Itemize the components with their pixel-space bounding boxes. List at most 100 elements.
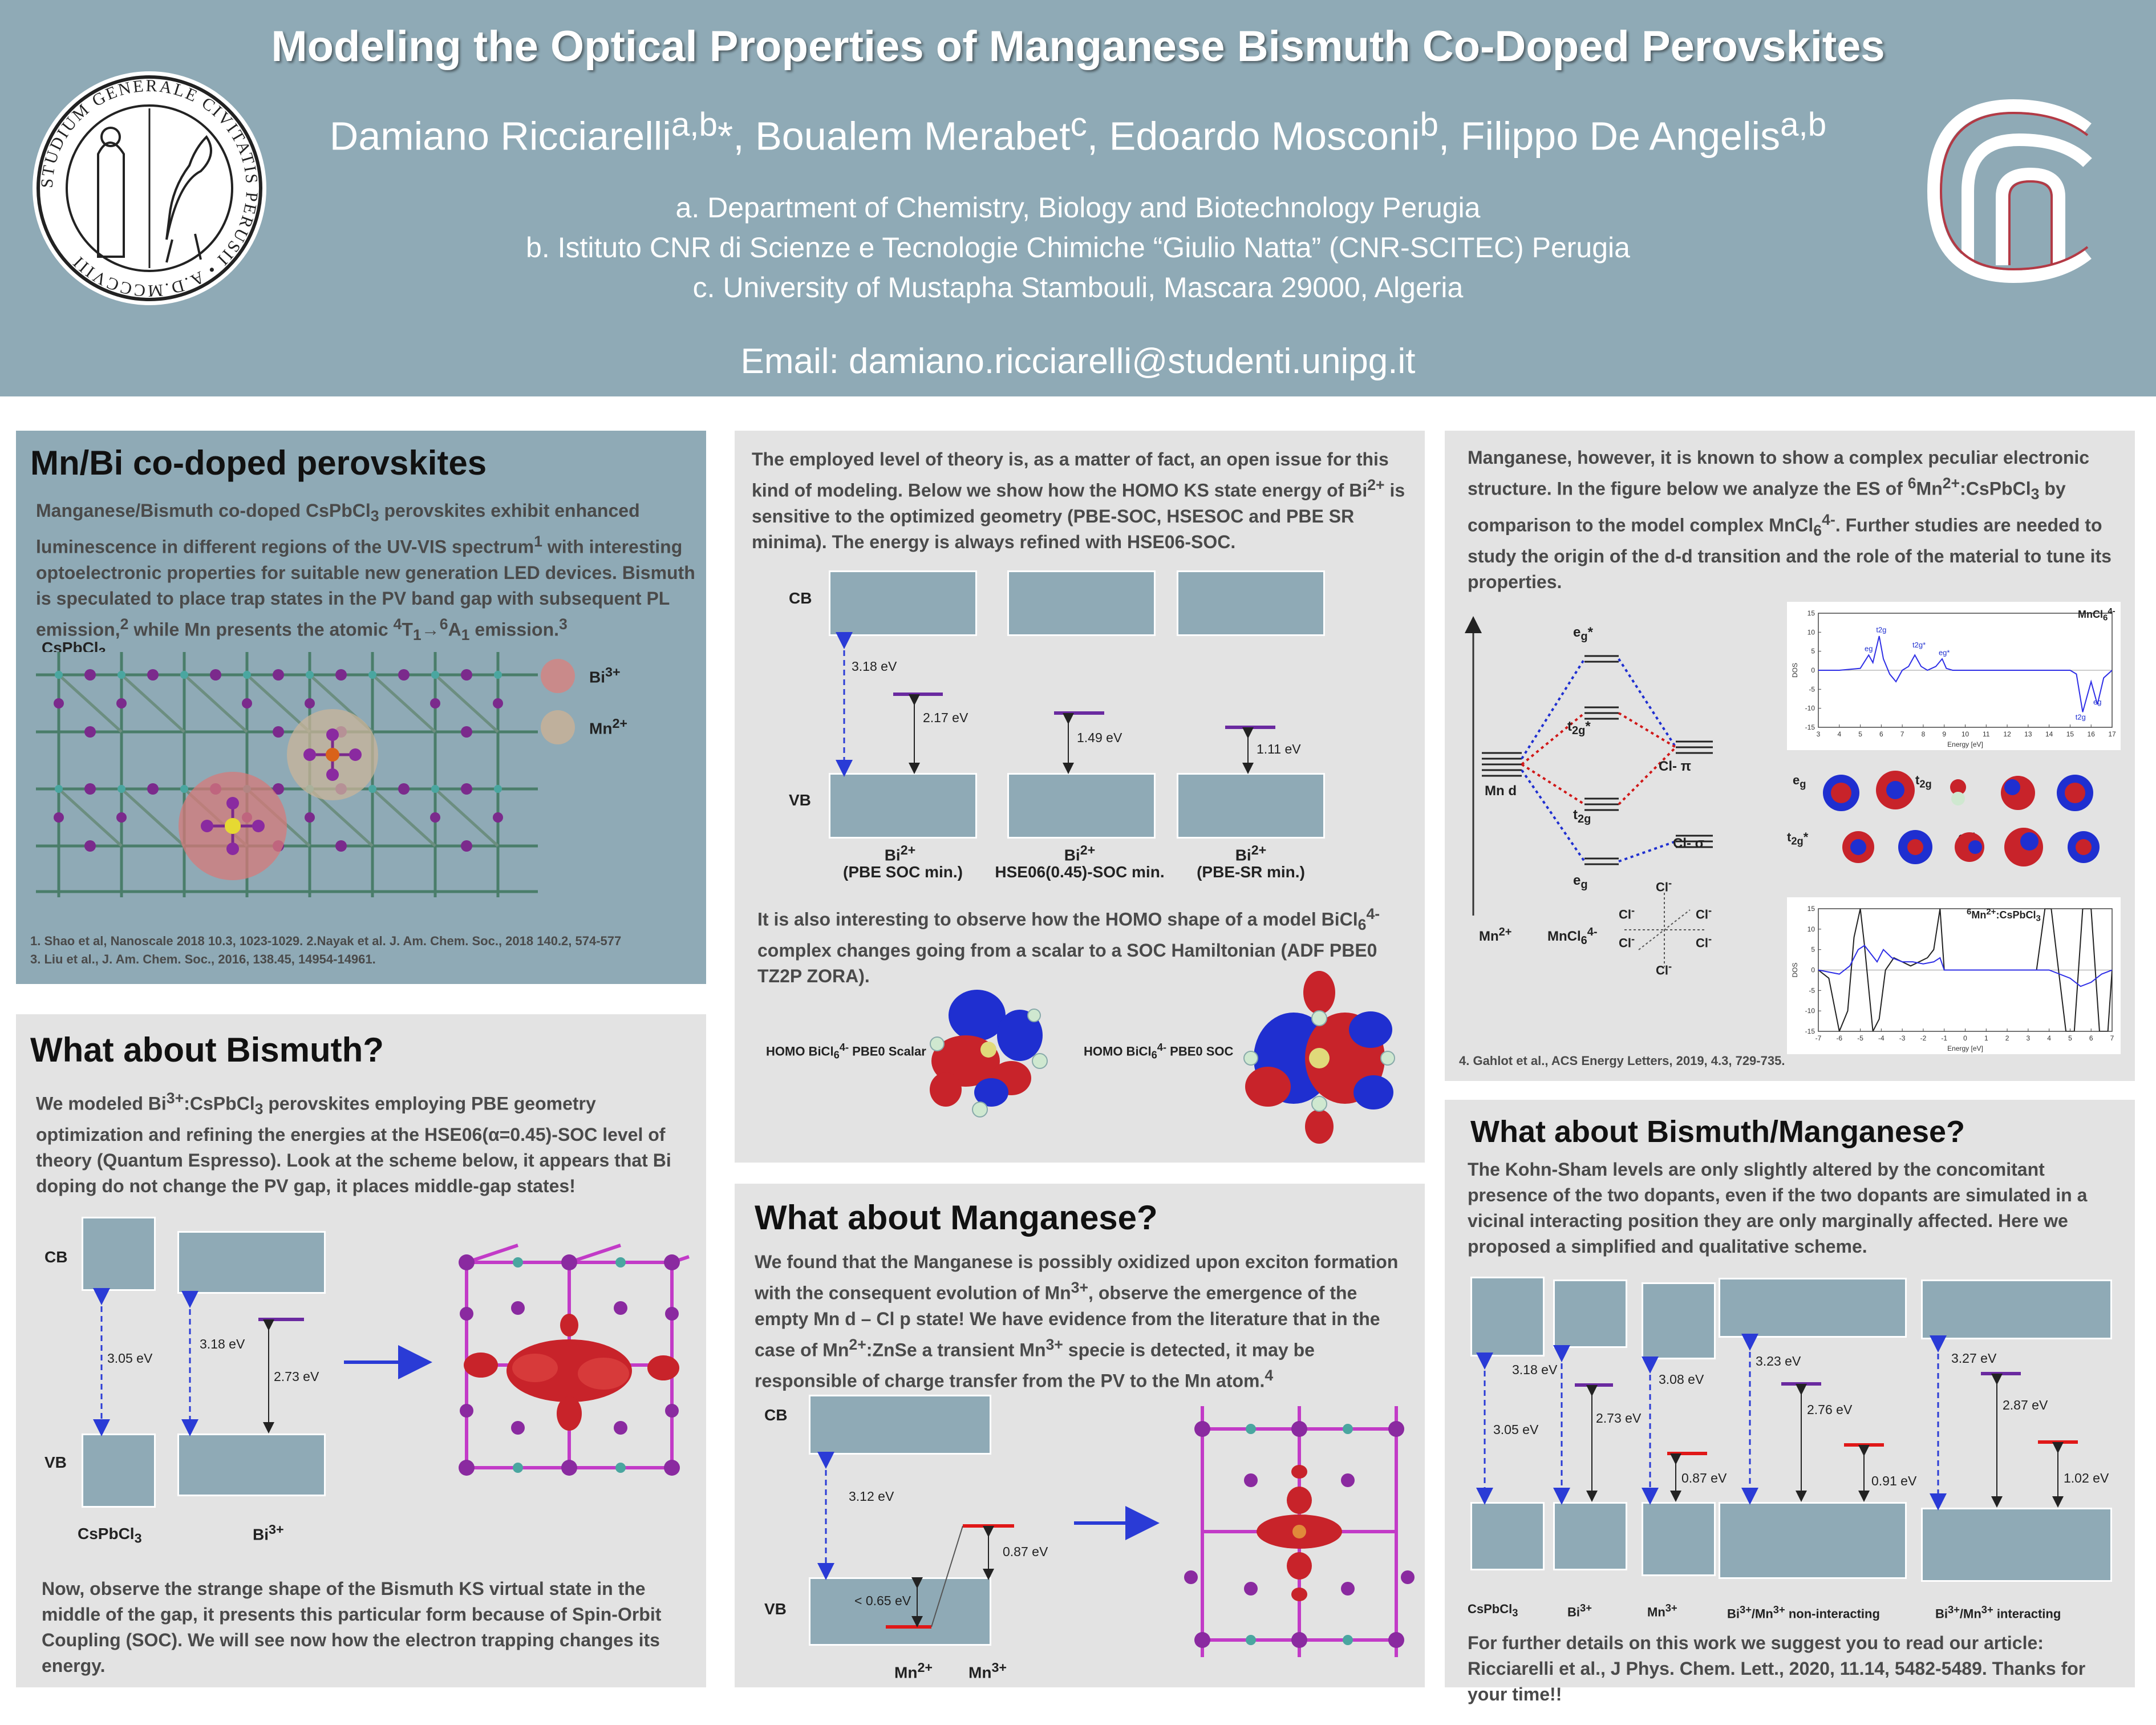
- homo-scalar-orbital: [930, 990, 1048, 1117]
- x-tick-label: 5: [1858, 730, 1862, 738]
- cb-box-cspbcl3: [82, 1217, 156, 1291]
- gap-bi: 3.18 eV: [200, 1337, 245, 1351]
- gap-interacting: 3.27 eV: [1951, 1351, 1997, 1366]
- mo-cl-pi: Cl- π: [1659, 759, 1692, 774]
- bi-state-noninteracting: 2.76 eV: [1807, 1402, 1853, 1417]
- cl-right-lower: Cl-: [1696, 933, 1712, 950]
- cl-left-lower: Cl-: [1619, 933, 1635, 950]
- cl-top: Cl-: [1656, 877, 1672, 894]
- vb-label: VB: [44, 1453, 67, 1471]
- x-tick-label: 7: [2110, 1034, 2114, 1042]
- homo-soc-label: HOMO BiCl64- PBE0 SOC: [1084, 1041, 1234, 1061]
- panel-title: What about Manganese?: [755, 1198, 1158, 1237]
- cl-left-upper: Cl-: [1619, 904, 1635, 922]
- x-tick-label: 13: [2024, 730, 2032, 738]
- panel-bismuth: What about Bismuth? We modeled Bi3+:CsPb…: [16, 1014, 706, 1687]
- homo-pbe-soc: 2.17 eV: [923, 710, 968, 725]
- closing-text: For further details on this work we sugg…: [1468, 1633, 2086, 1704]
- bi-state: 2.73 eV: [1596, 1411, 1642, 1426]
- gap-mn: 3.08 eV: [1659, 1372, 1704, 1387]
- label-pbe-soc: (PBE SOC min.): [842, 863, 963, 881]
- authors-line: Damiano Ricciarellia,b*, Boualem Merabet…: [329, 106, 1827, 159]
- y-tick-label: -15: [1805, 723, 1815, 731]
- dos-chart-mncl6-title: MnCl64-: [2078, 606, 2116, 623]
- affiliation-c: c. University of Mustapha Stambouli, Mas…: [692, 272, 1464, 303]
- vb-box-bi: [1553, 1502, 1627, 1570]
- x-tick-label: 1: [1984, 1034, 1988, 1042]
- homo-soc-orbital: [1243, 971, 1395, 1144]
- x-tick-label: 15: [2066, 730, 2074, 738]
- peak-label: t2g: [2076, 713, 2086, 722]
- cb-box-bi: [177, 1231, 326, 1294]
- cb-box-interacting: [1921, 1279, 2112, 1339]
- x-axis-label: Energy [eV]: [1947, 740, 1983, 748]
- cb-box-mn: [1642, 1282, 1716, 1359]
- y-tick-label: 15: [1808, 905, 1815, 913]
- octahedral-sketch: [1624, 893, 1704, 967]
- vb-label: VB: [789, 791, 811, 809]
- peak-label: t2g: [1876, 625, 1886, 634]
- x-tick-label: 3: [1817, 730, 1821, 738]
- panel-title: What about Bismuth?: [30, 1031, 384, 1069]
- mo-t2g-star: t2g*: [1567, 719, 1591, 737]
- vb-box-pbe-sr: [1177, 773, 1325, 839]
- x-tick-label: 7: [1900, 730, 1904, 738]
- mn2-state-energy: < 0.65 eV: [854, 1593, 911, 1608]
- mo-eg-star: eg*: [1573, 625, 1593, 643]
- mo-t2g: t2g: [1573, 807, 1591, 825]
- label-interacting: Bi3+/Mn3+ interacting: [1935, 1603, 2061, 1621]
- x-tick-label: -2: [1920, 1034, 1927, 1042]
- cnr-logo: [1927, 99, 2092, 284]
- x-tick-label: -6: [1836, 1034, 1842, 1042]
- reference-1-2: 1. Shao et al, Nanoscale 2018 10.3, 1023…: [30, 934, 622, 948]
- orbital-label-t2g-star: t2g*: [1787, 830, 1809, 847]
- vb-box-cspbcl3: [82, 1434, 156, 1508]
- y-tick-label: -10: [1805, 704, 1815, 712]
- y-axis-label: DOS: [1791, 663, 1799, 678]
- perovskite-structure-image: [36, 652, 538, 897]
- label-bi2-1: Bi2+: [884, 843, 916, 864]
- cb-box-pbe-sr: [1177, 570, 1325, 636]
- x-tick-label: 2: [2005, 1034, 2009, 1042]
- x-tick-label: 8: [1922, 730, 1926, 738]
- peak-label: t2g*: [1912, 641, 1926, 649]
- label-mn3: Mn3+: [968, 1660, 1007, 1682]
- mo-mn-d: Mn d: [1485, 783, 1517, 799]
- gap-bi: 3.18 eV: [1512, 1362, 1558, 1377]
- poster-header: STUDIUM GENERALE CIVITATIS PERUSII • A.D…: [0, 0, 2156, 396]
- gap-energy: 3.12 eV: [849, 1489, 894, 1504]
- peak-label: eg*: [1939, 648, 1950, 657]
- homo-hse06: 1.49 eV: [1077, 730, 1122, 745]
- cb-label: CB: [789, 589, 812, 607]
- x-tick-label: 3: [2027, 1034, 2031, 1042]
- vb-box-bi: [177, 1434, 326, 1496]
- vb-box-pbe-soc: [829, 773, 977, 839]
- vb-box-mn: [1642, 1502, 1716, 1576]
- label-pbe-sr: (PBE-SR min.): [1197, 863, 1305, 881]
- x-tick-label: -4: [1878, 1034, 1885, 1042]
- x-tick-label: 6: [1879, 730, 1883, 738]
- affiliation-b: b. Istituto CNR di Scienze e Tecnologie …: [526, 232, 1630, 264]
- mo-orbital-renders: [1823, 771, 2100, 866]
- y-tick-label: 5: [1811, 946, 1815, 954]
- mn-legend-label: Mn2+: [589, 716, 628, 738]
- bi-ks-state-image: [459, 1244, 690, 1476]
- cb-label: CB: [764, 1406, 788, 1424]
- mo-mn2: Mn2+: [1479, 926, 1512, 944]
- label-bi3: Bi3+: [1567, 1602, 1592, 1619]
- panel-title: Mn/Bi co-doped perovskites: [30, 444, 487, 482]
- homo-text: It is also interesting to observe how th…: [757, 905, 1380, 987]
- homo-pbe-sr: 1.11 eV: [1257, 742, 1301, 756]
- vb-box-noninteracting: [1719, 1502, 1907, 1579]
- label-bi2-2: Bi2+: [1064, 843, 1096, 864]
- contact-email: Email: damiano.ricciarelli@studenti.unip…: [740, 342, 1416, 381]
- affiliation-a: a. Department of Chemistry, Biology and …: [675, 192, 1481, 224]
- x-tick-label: 17: [2108, 730, 2116, 738]
- label-hse06: HSE06(0.45)-SOC min.: [995, 863, 1165, 881]
- cb-box-noninteracting: [1719, 1278, 1907, 1338]
- label-noninteracting: Bi3+/Mn3+ non-interacting: [1727, 1603, 1880, 1621]
- label-cspbcl3: CsPbCl3: [78, 1525, 142, 1546]
- panel-level-of-theory: The employed level of theory is, as a ma…: [735, 431, 1425, 1163]
